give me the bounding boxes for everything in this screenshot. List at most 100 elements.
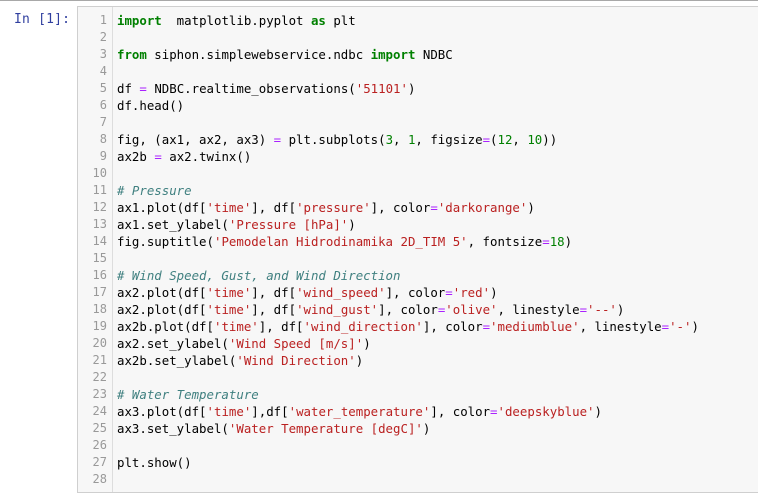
code-token: ) bbox=[363, 336, 371, 351]
code-token: , linestyle bbox=[497, 302, 580, 317]
code-token: 'pressure' bbox=[296, 200, 371, 215]
code-token: 3 bbox=[385, 132, 394, 147]
code-token: ax2.twinx() bbox=[161, 149, 252, 164]
code-token: '--' bbox=[587, 302, 617, 317]
code-token: ) bbox=[407, 81, 416, 96]
code-text: ax1.set_ylabel('Pressure [hPa]') bbox=[112, 216, 356, 233]
code-token: , figsize bbox=[415, 132, 483, 147]
code-token: ) bbox=[527, 200, 535, 215]
code-token: fig.suptitle( bbox=[117, 234, 214, 249]
code-token: ax2.plot(df[ bbox=[117, 302, 207, 317]
code-token: ) bbox=[355, 353, 364, 368]
code-token: 'time' bbox=[206, 285, 252, 300]
line-number: 27 bbox=[92, 455, 107, 469]
line-number: 25 bbox=[92, 421, 107, 435]
code-token: 10 bbox=[527, 132, 543, 147]
code-token: = bbox=[139, 81, 147, 96]
code-token: ax2b.set_ylabel( bbox=[117, 353, 237, 368]
code-line[interactable]: 4 bbox=[78, 63, 758, 80]
code-line[interactable]: 28 bbox=[78, 471, 758, 488]
code-line[interactable]: 10 bbox=[78, 165, 758, 182]
line-number: 19 bbox=[92, 319, 107, 333]
line-number: 22 bbox=[92, 370, 107, 384]
code-token: ) bbox=[490, 285, 498, 300]
code-token: ], color bbox=[430, 404, 491, 419]
code-token: from bbox=[117, 47, 147, 62]
code-token: , linestyle bbox=[579, 319, 662, 334]
code-line[interactable]: 26 bbox=[78, 437, 758, 454]
code-line[interactable]: 22 bbox=[78, 369, 758, 386]
code-text: fig.suptitle('Pemodelan Hidrodinamika 2D… bbox=[112, 233, 572, 250]
code-line[interactable]: 2 bbox=[78, 29, 758, 46]
code-line[interactable]: 15 bbox=[78, 250, 758, 267]
code-line[interactable]: 27 plt.show() bbox=[78, 454, 758, 471]
line-number: 15 bbox=[92, 251, 107, 265]
code-line[interactable]: 11 # Pressure bbox=[78, 182, 758, 199]
line-number: 11 bbox=[92, 183, 107, 197]
code-token: 18 bbox=[549, 234, 565, 249]
code-token: , fontsize bbox=[467, 234, 543, 249]
code-text: fig, (ax1, ax2, ax3) = plt.subplots(3, 1… bbox=[112, 131, 557, 148]
code-token: ) bbox=[422, 421, 431, 436]
code-line[interactable]: 23# Water Temperature bbox=[78, 386, 758, 403]
code-token: df.head() bbox=[117, 98, 185, 113]
code-text bbox=[112, 63, 117, 80]
code-token: = bbox=[273, 132, 282, 147]
code-token: plt bbox=[325, 13, 356, 28]
code-token: ax3.set_ylabel( bbox=[117, 421, 229, 436]
code-text: # Wind Speed, Gust, and Wind Direction bbox=[112, 267, 400, 284]
code-token: # Wind Speed, Gust, and Wind Direction bbox=[117, 268, 401, 283]
code-token: = bbox=[445, 285, 453, 300]
code-token: ],df[ bbox=[251, 404, 289, 419]
code-token: ) bbox=[691, 319, 699, 334]
code-token: ], color bbox=[385, 285, 446, 300]
code-line[interactable]: 7 bbox=[78, 114, 758, 131]
code-text: ax3.plot(df['time'],df['water_temperatur… bbox=[112, 403, 602, 420]
code-token: 'wind_speed' bbox=[296, 285, 386, 300]
code-token: ax1.set_ylabel( bbox=[117, 217, 229, 232]
code-token: as bbox=[310, 13, 326, 28]
code-token: df bbox=[117, 81, 140, 96]
line-number-gutter bbox=[78, 7, 113, 492]
code-token: 'mediumblue' bbox=[490, 319, 580, 334]
code-token: ], color bbox=[370, 200, 431, 215]
code-token: ) bbox=[564, 234, 573, 249]
code-token: fig, (ax1, ax2, ax3) bbox=[117, 132, 274, 147]
code-text: ax2.plot(df['time'], df['wind_gust'], co… bbox=[112, 301, 624, 318]
notebook-top-divider bbox=[0, 0, 758, 1]
code-text: # Pressure bbox=[112, 182, 192, 199]
code-token: = bbox=[430, 200, 438, 215]
code-token: 'wind_direction' bbox=[303, 319, 423, 334]
line-number: 28 bbox=[92, 472, 107, 486]
code-token: 'water_temperature' bbox=[288, 404, 431, 419]
code-text: import matplotlib.pyplot as plt bbox=[112, 12, 356, 29]
code-text: ax2.set_ylabel('Wind Speed [m/s]') bbox=[112, 335, 371, 352]
code-line[interactable]: 16# Wind Speed, Gust, and Wind Direction bbox=[78, 267, 758, 284]
line-number: 5 bbox=[99, 81, 107, 95]
code-token: ) bbox=[348, 217, 356, 232]
code-token: ax2.plot(df[ bbox=[117, 285, 207, 300]
code-token: NDBC bbox=[415, 47, 453, 62]
code-token: ( bbox=[490, 132, 498, 147]
code-token: ax2.set_ylabel( bbox=[117, 336, 229, 351]
code-token: , bbox=[393, 132, 408, 147]
code-token: plt.show() bbox=[117, 455, 192, 470]
